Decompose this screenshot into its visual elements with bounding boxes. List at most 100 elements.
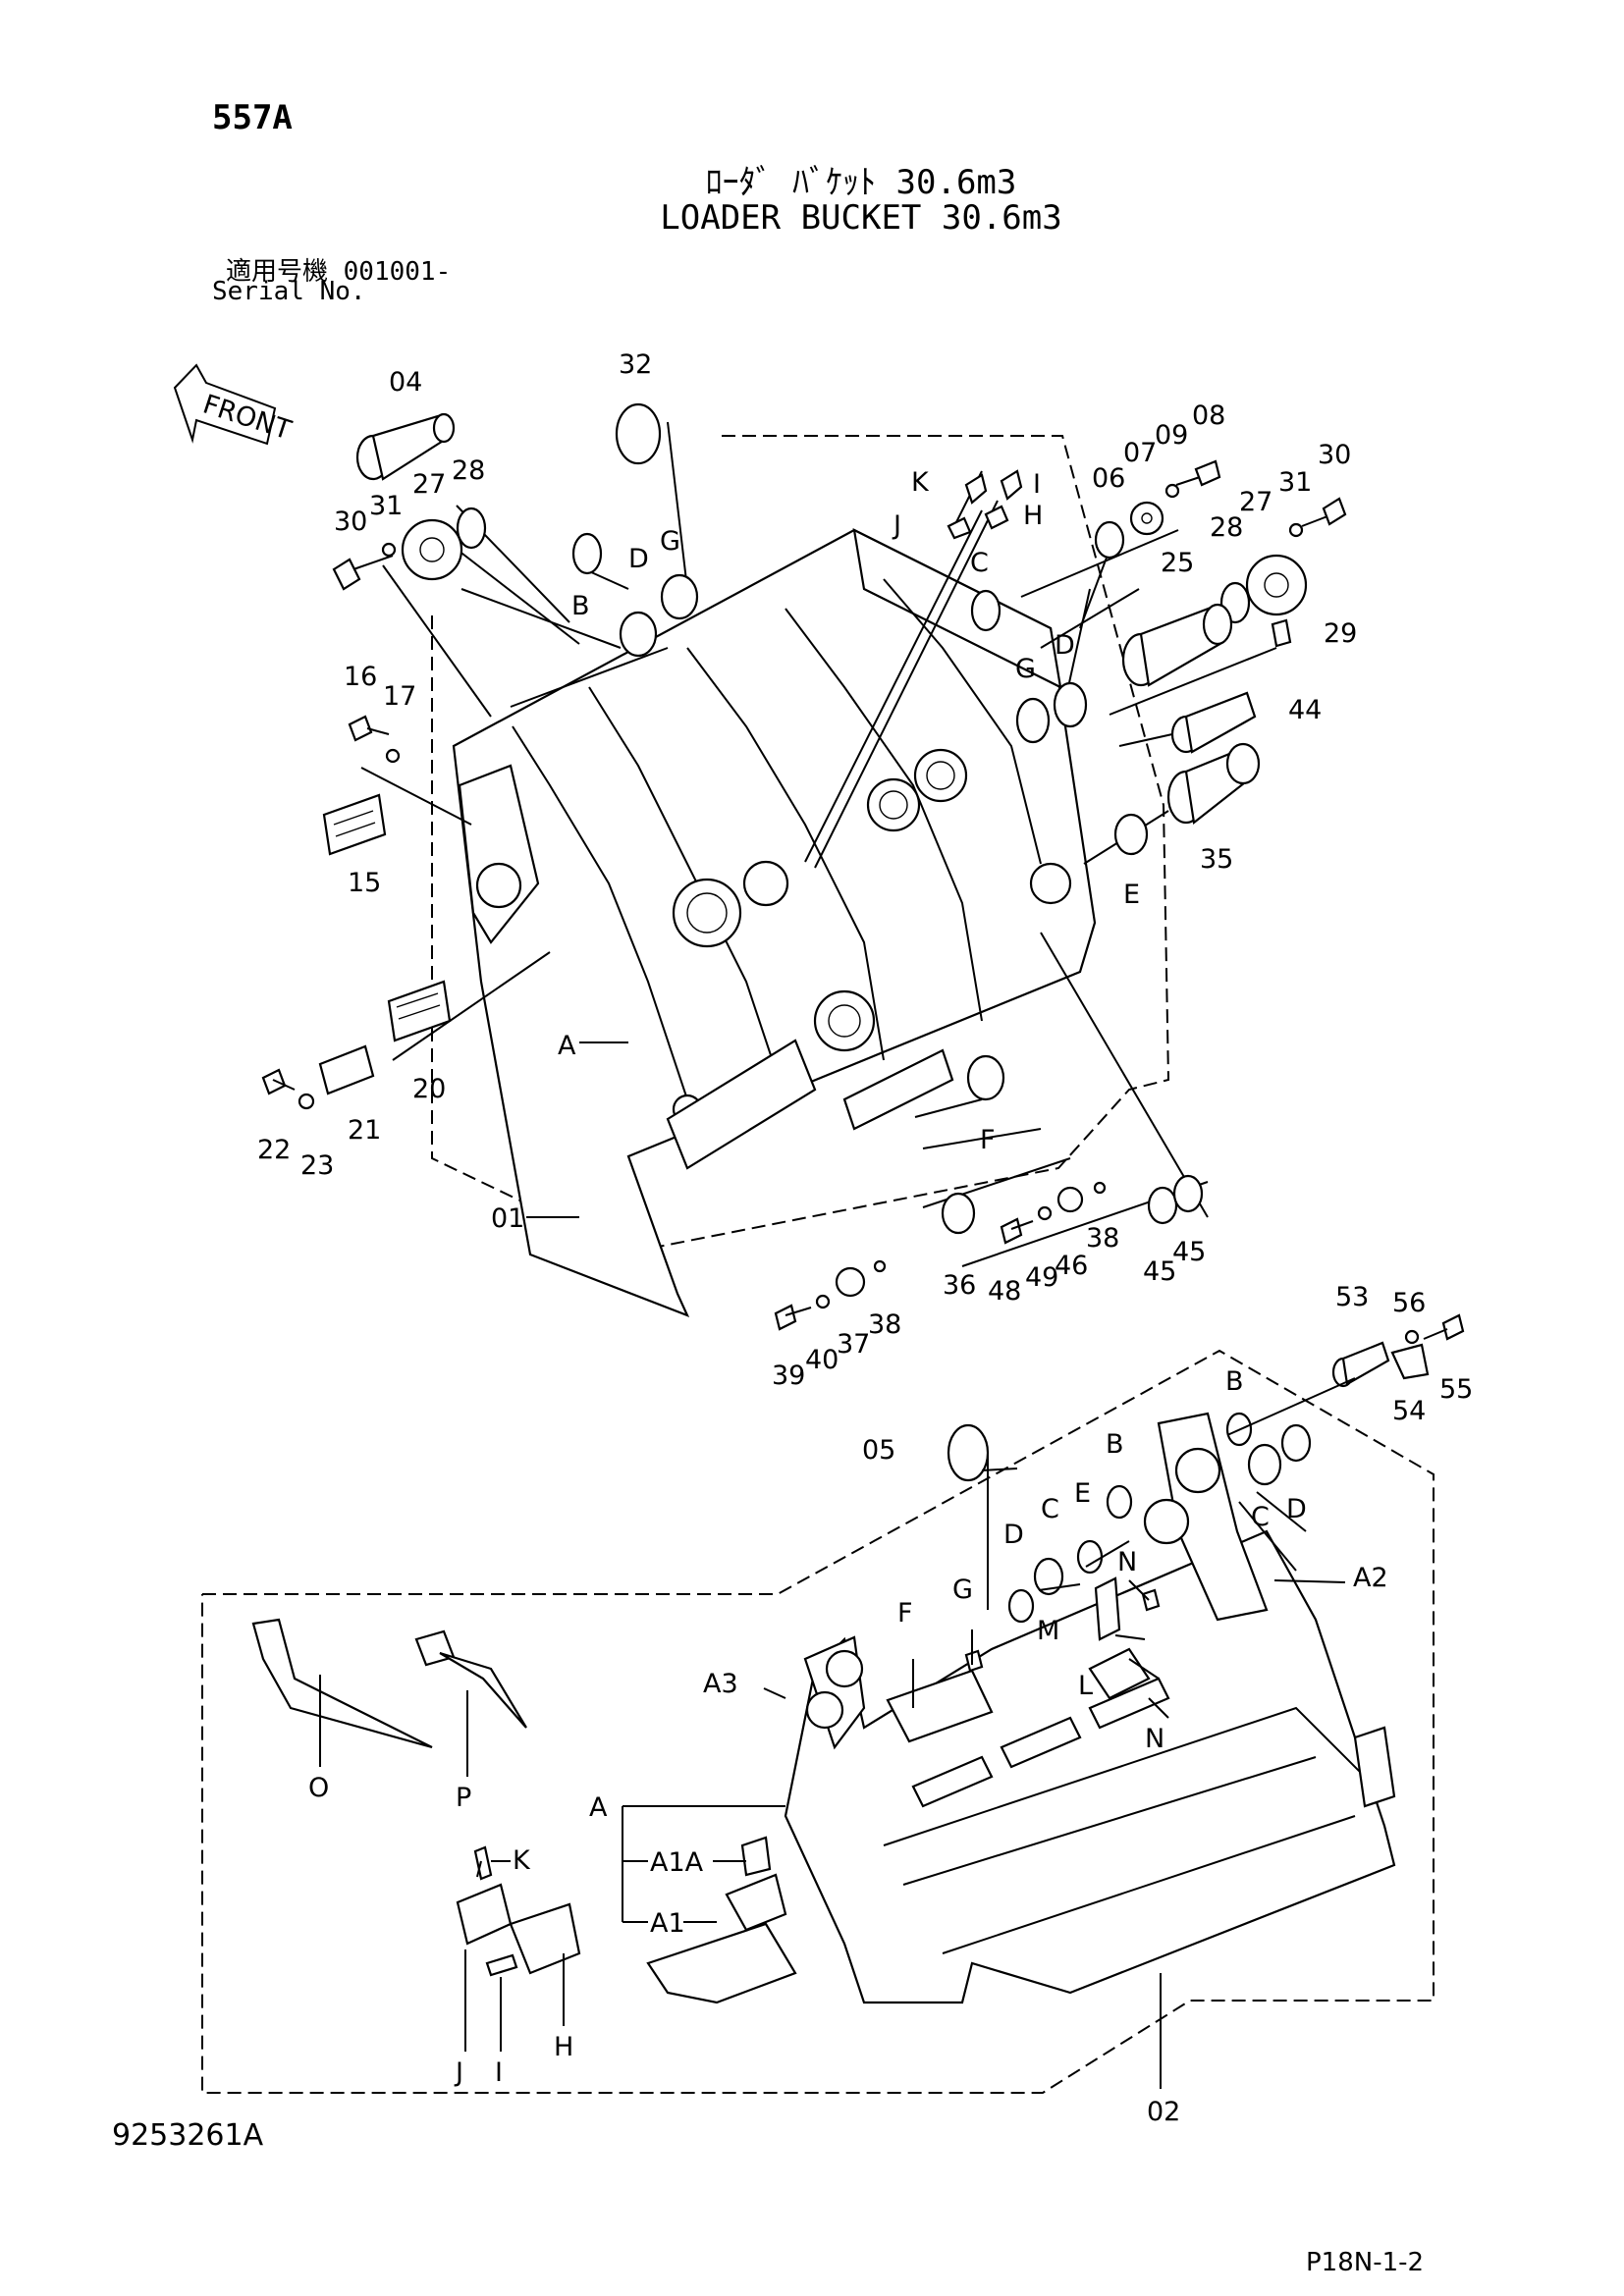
callout-B-upper: B: [571, 591, 590, 621]
plate-37-icon: [835, 1266, 866, 1298]
seal-G-left-icon: [660, 573, 699, 620]
lower-callouts: 56 53 54 55 B D C 05 B E C D N A2 M G F …: [308, 1282, 1473, 2127]
callout-54: 54: [1392, 1396, 1426, 1426]
callout-C-lower-left: C: [1041, 1494, 1059, 1524]
callout-C-upper: C: [970, 548, 989, 578]
callout-01: 01: [491, 1203, 524, 1234]
callout-23: 23: [300, 1150, 334, 1181]
seal-06-icon: [1094, 520, 1125, 560]
callout-D-lower-left: D: [1003, 1520, 1024, 1550]
callout-45-a: 45: [1143, 1256, 1176, 1287]
callout-31-right: 31: [1278, 467, 1312, 498]
callout-B-lower-left: B: [1106, 1429, 1124, 1460]
callout-P: P: [456, 1783, 471, 1813]
callout-22: 22: [257, 1135, 291, 1165]
callout-N-upper: N: [1117, 1547, 1137, 1577]
callout-48: 48: [988, 1276, 1021, 1307]
callout-I-upper: I: [1033, 469, 1041, 500]
callout-17: 17: [383, 681, 416, 712]
callout-20: 20: [412, 1074, 446, 1104]
plate-27-right-icon: [1245, 554, 1308, 616]
callout-28-left: 28: [452, 455, 485, 486]
callout-49: 49: [1025, 1262, 1058, 1293]
adapter-M-icon: [1094, 1576, 1121, 1641]
pin-53-icon: [1331, 1341, 1390, 1388]
serial-applicability-japanese: 適用号機 001001-: [226, 257, 452, 287]
plate-32-icon: [615, 402, 662, 465]
bushing-B-lower-left-icon: [1106, 1484, 1133, 1520]
callout-27-left: 27: [412, 469, 446, 500]
tip-A1A-base-icon: [725, 1873, 787, 1932]
bolt-16-icon: [348, 715, 390, 742]
callout-15: 15: [348, 868, 381, 898]
pin-04-icon: [355, 412, 456, 481]
callout-32: 32: [619, 349, 652, 380]
callout-46: 46: [1055, 1251, 1088, 1281]
pin-G-lower-icon: [964, 1649, 984, 1673]
plate-46-icon: [1056, 1186, 1084, 1213]
cover-F-icon: [886, 1669, 994, 1743]
bolt-22-icon: [261, 1068, 296, 1095]
callout-30-left: 30: [334, 507, 367, 537]
bushing-F-icon: [966, 1054, 1005, 1101]
seal-D-lower-left-icon: [1007, 1588, 1035, 1624]
callout-F-lower: F: [897, 1598, 913, 1629]
callout-06: 06: [1092, 463, 1125, 494]
pin-N-upper-icon: [1141, 1588, 1161, 1612]
callout-27-right: 27: [1239, 487, 1272, 517]
callout-56: 56: [1392, 1288, 1426, 1318]
callout-53: 53: [1335, 1282, 1369, 1312]
front-direction-arrow: FRONT: [173, 363, 296, 447]
callout-31-left: 31: [369, 491, 403, 521]
bolt-08-icon: [1175, 459, 1221, 487]
callout-A2: A2: [1353, 1563, 1388, 1593]
plate-07-icon: [1129, 501, 1164, 536]
adapter-H-icon: [509, 1902, 581, 1975]
callout-E-lower: E: [1074, 1478, 1091, 1509]
washer-17-icon: [385, 748, 401, 764]
callout-G-lower: G: [952, 1575, 973, 1605]
callout-M: M: [1037, 1616, 1059, 1646]
seal-D-lower-right-icon: [1280, 1423, 1312, 1463]
callout-35: 35: [1200, 844, 1233, 875]
callout-L: L: [1078, 1671, 1093, 1701]
callout-C-lower-right: C: [1251, 1502, 1270, 1532]
lock-J-icon: [456, 1883, 513, 1946]
pin-44-icon: [1170, 691, 1257, 754]
bolt-I-icon: [1000, 469, 1023, 501]
callout-B-lower-right: B: [1225, 1366, 1244, 1397]
callout-J-lower: J: [454, 2057, 463, 2088]
callout-36: 36: [943, 1270, 976, 1301]
callout-A1: A1: [650, 1908, 685, 1939]
callout-07: 07: [1123, 438, 1157, 468]
lower-leader-lines: [319, 1377, 1356, 2089]
bucket-body-lower: [784, 1412, 1396, 2004]
callout-D-upper-left: D: [628, 544, 649, 574]
callout-G-upper-right: G: [1015, 654, 1036, 684]
pin-35-icon: [1166, 742, 1261, 826]
callout-38-left: 38: [868, 1309, 901, 1340]
callout-N-lower: N: [1145, 1724, 1164, 1754]
tip-A1A-icon: [740, 1836, 772, 1877]
document-code: 9253261A: [112, 2118, 264, 2153]
callout-29: 29: [1324, 618, 1357, 649]
callout-A1A: A1A: [650, 1847, 704, 1878]
callout-21: 21: [348, 1115, 381, 1146]
seal-36-icon: [941, 1192, 976, 1235]
callout-55: 55: [1439, 1374, 1473, 1405]
upper-assembly-boundary: [431, 435, 1170, 1255]
callout-16: 16: [344, 662, 377, 692]
bucket-frame-upper: [452, 528, 1097, 1318]
seal-D-left-icon: [619, 611, 658, 658]
seal-45-b-icon: [1172, 1174, 1204, 1213]
callout-K-lower: K: [513, 1845, 531, 1876]
callout-04: 04: [389, 367, 422, 398]
plate-54-icon: [1390, 1343, 1430, 1380]
bushing-C-lower-right-icon: [1247, 1443, 1282, 1486]
lower-small-parts: [251, 1313, 1465, 2004]
plate-05-icon: [947, 1423, 990, 1482]
bolt-48-icon: [1000, 1217, 1034, 1245]
callout-J-upper: J: [892, 510, 901, 541]
callout-D-lower-right: D: [1286, 1494, 1307, 1524]
bolt-K-icon: [964, 473, 988, 505]
